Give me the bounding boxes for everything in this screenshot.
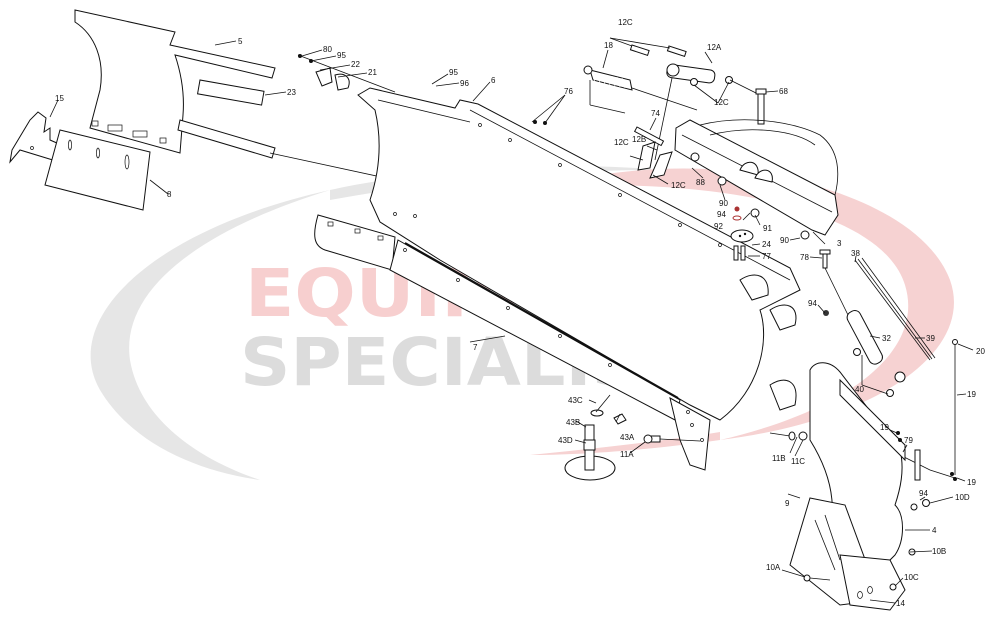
- label-part-19-c: 19: [967, 478, 976, 487]
- label-part-23: 23: [287, 88, 296, 97]
- label-part-10d: 10D: [955, 493, 970, 502]
- label-part-6: 6: [491, 76, 496, 85]
- label-part-12b: 12B: [632, 135, 646, 144]
- part-7-cutting-edge: [314, 214, 711, 471]
- label-part-11b: 11B: [772, 454, 786, 463]
- label-part-4: 4: [932, 526, 937, 535]
- label-part-77: 77: [762, 252, 771, 261]
- label-part-80: 80: [323, 45, 332, 54]
- label-part-22: 22: [351, 60, 360, 69]
- label-part-14: 14: [896, 599, 905, 608]
- part-24-plate: [730, 206, 754, 261]
- part-43-jack: [564, 394, 627, 481]
- label-part-68: 68: [779, 87, 788, 96]
- label-part-96: 96: [460, 79, 469, 88]
- label-part-94-a: 94: [717, 210, 726, 219]
- label-part-11c: 11C: [791, 457, 805, 466]
- label-part-21: 21: [368, 68, 377, 77]
- label-part-79: 79: [904, 436, 913, 445]
- label-part-95-a: 95: [337, 51, 346, 60]
- label-part-78: 78: [800, 253, 809, 262]
- part-5-wing-support: [74, 9, 396, 181]
- label-part-20: 20: [976, 347, 985, 356]
- label-part-18: 18: [604, 41, 613, 50]
- label-part-91: 91: [763, 224, 772, 233]
- label-part-90-a: 90: [719, 199, 728, 208]
- hinge-hardware: [297, 54, 396, 93]
- part-12a-cylinder: [629, 44, 761, 161]
- label-part-92: 92: [714, 222, 723, 231]
- label-part-74: 74: [651, 109, 660, 118]
- label-part-76: 76: [564, 87, 573, 96]
- label-part-11a: 11A: [620, 450, 634, 459]
- label-part-12c-top: 12C: [618, 18, 633, 27]
- label-part-9: 9: [785, 499, 790, 508]
- part-4-9-14-wing-bracket: [789, 362, 957, 611]
- part-11-pin: [643, 431, 808, 444]
- label-part-94-c: 94: [919, 489, 928, 498]
- label-part-10c: 10C: [904, 573, 919, 582]
- label-part-19-a: 19: [967, 390, 976, 399]
- label-part-10a: 10A: [766, 563, 781, 572]
- label-part-8: 8: [167, 190, 172, 199]
- label-part-43c: 43C: [568, 396, 583, 405]
- label-part-5: 5: [238, 37, 243, 46]
- label-part-39: 39: [926, 334, 935, 343]
- part-18-spring: [583, 65, 698, 114]
- label-part-7: 7: [473, 343, 478, 352]
- label-part-19-b: 19: [880, 423, 889, 432]
- label-part-12c-bottom: 12C: [671, 181, 686, 190]
- part-8-plate: [44, 129, 151, 211]
- label-part-88: 88: [696, 178, 705, 187]
- label-part-38: 38: [851, 249, 860, 258]
- label-part-90-b: 90: [780, 236, 789, 245]
- label-part-15: 15: [55, 94, 64, 103]
- label-part-40: 40: [855, 385, 864, 394]
- part-32-cylinder: [819, 249, 936, 397]
- part-3-lift-frame: [674, 119, 839, 240]
- label-part-43d: 43D: [558, 436, 573, 445]
- label-part-94-b: 94: [808, 299, 817, 308]
- label-part-3: 3: [837, 239, 842, 248]
- label-part-12a: 12A: [707, 43, 722, 52]
- label-part-12c-left: 12C: [614, 138, 629, 147]
- part-74-pin: [633, 126, 665, 147]
- part-68-pin: [757, 91, 765, 125]
- label-part-43b: 43B: [566, 418, 580, 427]
- label-part-24: 24: [762, 240, 771, 249]
- label-part-43a: 43A: [620, 433, 635, 442]
- leader-lines: [49, 37, 974, 604]
- label-part-10b: 10B: [932, 547, 946, 556]
- linkage-assembly: [533, 44, 839, 240]
- label-part-32: 32: [882, 334, 891, 343]
- part-labels: 5 23 15 8 80 95 22 21 95 96 6 7 76 18 12…: [55, 18, 985, 608]
- part-12b-plates: [637, 141, 673, 179]
- watermark-swoosh-red: [600, 168, 954, 440]
- part-6-moldboard: [357, 87, 801, 421]
- label-part-95-b: 95: [449, 68, 458, 77]
- label-part-12c-right: 12C: [714, 98, 729, 107]
